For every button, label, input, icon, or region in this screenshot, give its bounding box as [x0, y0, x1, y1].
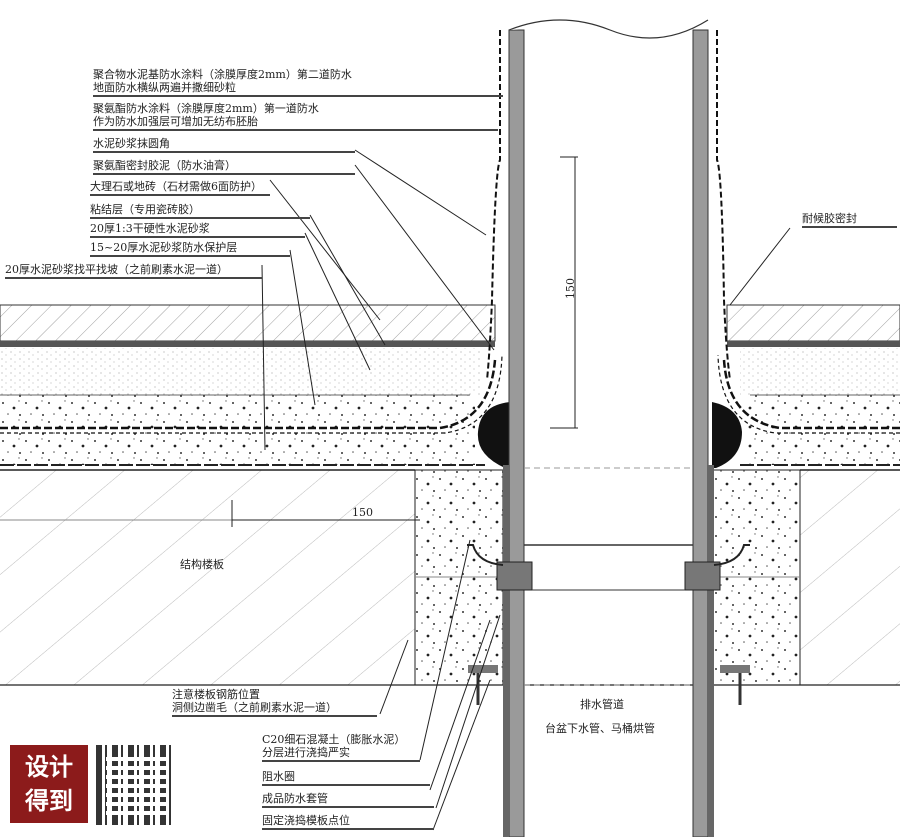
dim-horizontal-value: 150	[352, 506, 373, 519]
structural-slab	[0, 469, 900, 686]
leader-lines	[261, 149, 791, 831]
label-leveling-layer: 20厚水泥砂浆找平找坡（之前刷素水泥一道）	[5, 263, 262, 279]
label-bonding-layer: 粘结层（专用瓷砖胶）	[90, 203, 310, 219]
label-drain-pipe-usage: 台盆下水管、马桶烘管	[545, 722, 655, 735]
dimension-horizontal	[231, 500, 420, 527]
drain-pipe	[467, 19, 750, 837]
dim-vertical-value: 150	[564, 278, 577, 299]
floor-layers-left	[0, 304, 503, 466]
qr-code	[96, 745, 176, 825]
label-first-waterproof: 聚氨酯防水涂料（涂膜厚度2mm）第一道防水作为防水加强层可增加无纺布胚胎	[93, 102, 498, 131]
label-drain-pipe: 排水管道	[580, 698, 624, 711]
label-structural-slab: 结构楼板	[180, 558, 224, 571]
label-second-waterproof: 聚合物水泥基防水涂料（涂膜厚度2mm）第二道防水地面防水横纵两遍并撒细砂粒	[93, 68, 503, 97]
brand-logo: 设计得到	[10, 745, 88, 823]
label-dry-mortar: 20厚1:3干硬性水泥砂浆	[90, 222, 305, 238]
label-marble-tile: 大理石或地砖（石材需做6面防护）	[90, 180, 270, 196]
label-sealant-paste: 聚氨酯密封胶泥（防水油膏）	[93, 159, 355, 175]
sealant-left	[477, 402, 512, 468]
label-c20-concrete: C20细石混凝土（膨胀水泥）分层进行浇捣严实	[262, 733, 420, 762]
label-mortar-fillet: 水泥砂浆抹圆角	[93, 137, 355, 153]
label-rebar-note: 注意楼板钢筋位置洞侧边凿毛（之前刷素水泥一道）	[172, 688, 377, 717]
sealant-right	[712, 402, 742, 468]
label-weather-sealant: 耐候胶密封	[802, 212, 897, 228]
label-water-stop-ring: 阻水圈	[262, 770, 430, 786]
floor-layers-right	[717, 304, 900, 466]
dimension-vertical	[550, 156, 578, 429]
label-protective-layer: 15~20厚水泥砂浆防水保护层	[90, 241, 290, 257]
label-formwork-points: 固定浇捣模板点位	[262, 814, 434, 830]
label-waterproof-sleeve: 成品防水套管	[262, 792, 434, 808]
